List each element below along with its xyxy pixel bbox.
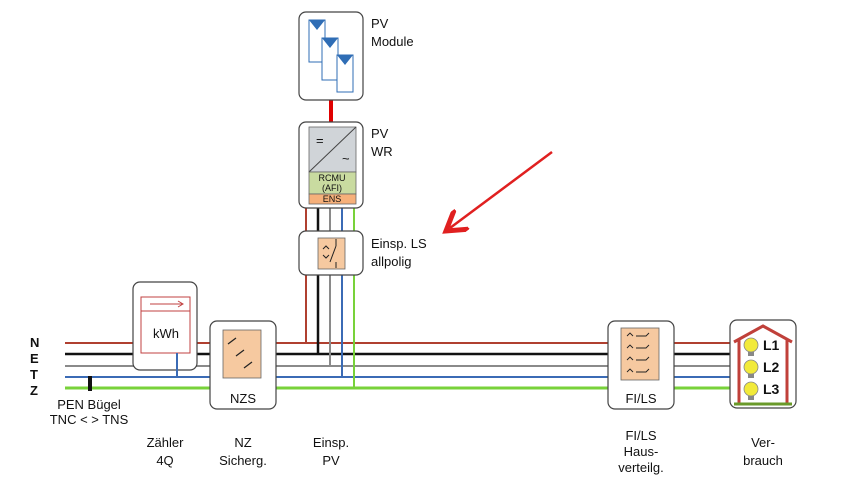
meter-box: kWh [132,281,198,377]
phase-l3: L3 [763,381,780,397]
pv-wr-label-1: PV [371,126,389,141]
phase-l1: L1 [763,337,780,353]
fils-bottom-label-3: verteilg. [618,460,664,475]
red-arrow [450,150,553,228]
fils-bottom-label-1: FI/LS [625,428,656,443]
pen-label-1: PEN Bügel [57,397,121,412]
netz-e: E [30,351,39,366]
einsp-ls-label-2: allpolig [371,254,411,269]
einsp-label-1: Einsp. [313,435,349,450]
einsp-label-2: PV [322,453,340,468]
rcmu-label: RCMU [319,173,346,183]
roof-icon [733,324,793,344]
afi-label: (AFI) [322,183,342,193]
pv-module-label-2: Module [371,34,414,49]
netz-t: T [30,367,38,382]
pv-wr-label-2: WR [371,144,393,159]
house-box: L1 L2 L3 [729,319,797,409]
fils-bottom-label-2: Haus- [624,444,659,459]
nzs-label: NZS [230,391,256,406]
nz-label-2: Sicherg. [219,453,267,468]
pv-module-box [298,11,364,101]
verbrauch-label-1: Ver- [751,435,775,450]
netz-n: N [30,335,39,350]
phase-l2: L2 [763,359,780,375]
pen-label-2: TNC < > TNS [50,412,129,427]
netz-z: Z [30,383,38,398]
pv-module-label-1: PV [371,16,389,31]
nz-label-1: NZ [234,435,251,450]
bulb-l3-icon [743,381,759,400]
ac-symbol: ~ [342,151,350,166]
bulb-l1-icon [743,337,759,356]
meter-unit: kWh [153,326,179,341]
einsp-ls-box [298,230,364,276]
zaehler-label-2: 4Q [156,453,173,468]
fils-box: FI/LS [607,320,675,410]
nzs-box: NZS [209,320,277,410]
inverter-box: = ~ RCMU (AFI) ENS [298,121,364,209]
bulb-l2-icon [743,359,759,378]
switch-icon [227,337,253,369]
rcd-breaker-icon [626,332,650,373]
fils-label: FI/LS [625,391,656,406]
solar-panel-icon [308,19,354,93]
einsp-ls-label-1: Einsp. LS [371,236,427,251]
dc-symbol: = [316,133,324,148]
ens-label: ENS [323,194,342,204]
verbrauch-label-2: brauch [743,453,783,468]
zaehler-label-1: Zähler [147,435,185,450]
breaker-icon [322,239,337,268]
